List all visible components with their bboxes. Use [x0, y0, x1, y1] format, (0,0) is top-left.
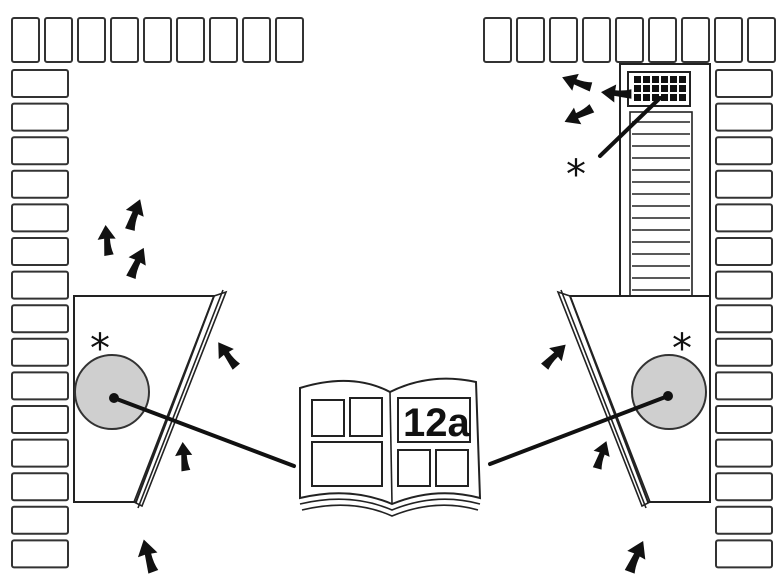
brick-wall-left — [11, 69, 69, 569]
brick — [110, 17, 139, 63]
brick — [648, 17, 677, 63]
brick — [715, 136, 773, 166]
airflow-arrow-icon — [218, 342, 240, 370]
airflow-arrow-icon — [624, 540, 646, 574]
brick — [11, 405, 69, 434]
brick — [44, 17, 73, 63]
brick — [715, 102, 773, 132]
brick — [715, 539, 773, 569]
airflow-arrow-icon — [592, 441, 610, 470]
brick — [176, 17, 205, 63]
panel-cell — [634, 94, 641, 101]
brick — [11, 371, 69, 401]
brick — [11, 270, 69, 300]
brick — [11, 169, 69, 199]
brick — [582, 17, 611, 63]
panel-cell — [643, 76, 650, 83]
rack-unit-right — [619, 63, 711, 297]
brick — [483, 17, 512, 63]
panel-cell — [634, 76, 641, 83]
airflow-arrow-icon — [125, 199, 144, 231]
manual-book-icon: 12a — [299, 377, 482, 517]
airflow-arrow-icon — [600, 84, 632, 103]
brick — [714, 17, 743, 63]
panel-cell — [670, 94, 677, 101]
brick — [11, 304, 69, 334]
rack-panel-grid — [634, 76, 686, 101]
panel-cell — [670, 76, 677, 83]
airflow-arrow-icon — [137, 539, 159, 574]
panel-cell — [643, 85, 650, 92]
brick — [747, 17, 776, 63]
brick — [209, 17, 238, 63]
star-marker-panel: * — [566, 152, 586, 198]
panel-cell — [652, 94, 659, 101]
brick — [11, 505, 69, 535]
brick — [615, 17, 644, 63]
panel-cell — [670, 85, 677, 92]
brick — [715, 169, 773, 199]
brick — [143, 17, 172, 63]
airflow-arrow-icon — [541, 344, 566, 370]
rack-slats — [632, 121, 690, 291]
brick — [715, 270, 773, 300]
panel-cell — [661, 76, 668, 83]
fan-left-icon — [74, 354, 150, 430]
brick — [11, 337, 69, 367]
star-marker-left: * — [90, 326, 110, 372]
brick — [275, 17, 304, 63]
brick — [11, 69, 69, 98]
brick — [715, 304, 773, 334]
brick — [715, 505, 773, 535]
panel-cell — [652, 85, 659, 92]
brick — [715, 472, 773, 502]
panel-cell — [679, 85, 686, 92]
manual-reference-label: 12a — [403, 401, 470, 445]
cabinet-left — [73, 289, 228, 509]
brick — [715, 337, 773, 367]
leader-line-left — [112, 396, 296, 468]
airflow-arrows — [97, 73, 646, 574]
brick-wall-right — [715, 69, 773, 569]
brick — [715, 438, 773, 468]
brick — [11, 136, 69, 166]
leader-line-right — [488, 394, 670, 466]
brick — [11, 539, 69, 569]
brick — [77, 17, 106, 63]
panel-cell — [661, 94, 668, 101]
brick — [11, 472, 69, 502]
brick — [681, 17, 710, 63]
brick — [715, 405, 773, 434]
cabinet-right — [556, 289, 711, 509]
airflow-arrow-icon — [564, 104, 595, 125]
panel-cell — [652, 76, 659, 83]
brick — [715, 237, 773, 266]
brick — [11, 438, 69, 468]
airflow-arrow-icon — [562, 73, 593, 92]
brick — [549, 17, 578, 63]
panel-cell — [643, 94, 650, 101]
star-marker-right: * — [672, 326, 692, 372]
panel-cell — [661, 85, 668, 92]
brick — [11, 102, 69, 132]
brick — [11, 203, 69, 233]
brick-wall-top-right — [483, 17, 776, 63]
brick-wall-top-left — [11, 17, 304, 63]
brick — [242, 17, 271, 63]
panel-cell — [679, 94, 686, 101]
panel-cell — [679, 76, 686, 83]
brick — [715, 69, 773, 98]
brick — [516, 17, 545, 63]
airflow-arrow-icon — [175, 441, 193, 472]
brick — [11, 17, 40, 63]
brick — [715, 203, 773, 233]
brick — [11, 237, 69, 266]
leader-line-panel — [598, 96, 662, 158]
airflow-arrow-icon — [126, 247, 146, 279]
panel-cell — [634, 85, 641, 92]
brick — [715, 371, 773, 401]
airflow-arrow-icon — [97, 224, 116, 257]
